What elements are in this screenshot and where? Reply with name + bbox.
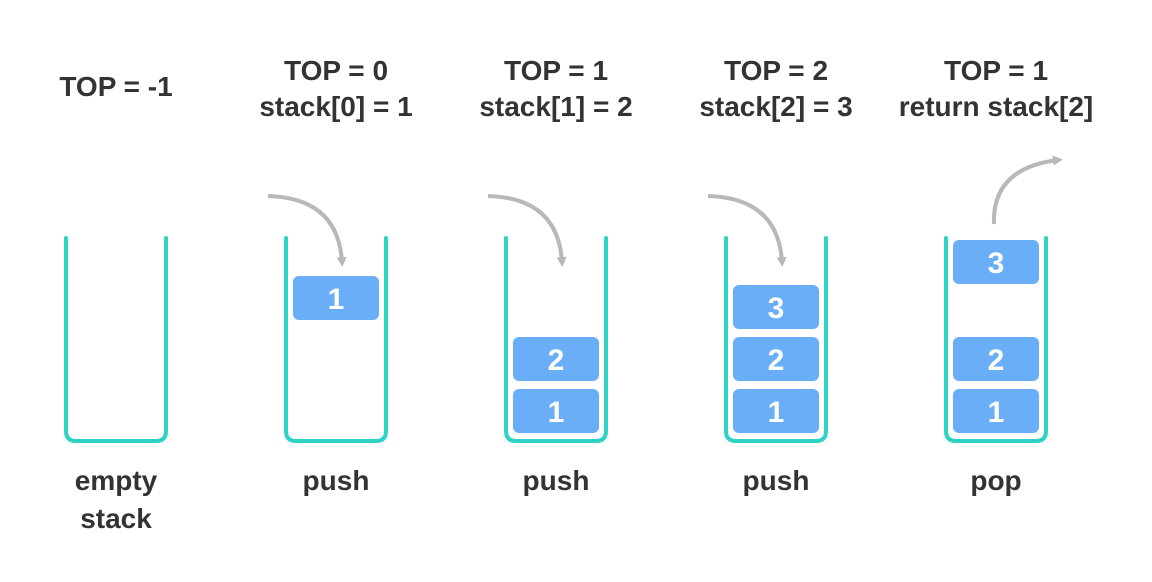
top-value-label: TOP = 2 bbox=[724, 55, 828, 86]
stage-caption: empty stack bbox=[75, 465, 158, 534]
stage-header: TOP = -1 bbox=[59, 71, 172, 102]
pop-arrow bbox=[991, 155, 1063, 225]
stage-push3: TOP = 2 stack[2] = 3 3 2 1 push bbox=[699, 55, 852, 496]
top-value-label: TOP = 1 bbox=[504, 55, 608, 86]
stack-element-value: 3 bbox=[768, 292, 785, 325]
operation-caption: push bbox=[303, 465, 370, 496]
stack-element-value: 2 bbox=[768, 344, 785, 377]
stack-element-box bbox=[733, 285, 819, 329]
push-arrow bbox=[267, 194, 347, 267]
operation-detail-label: return stack[2] bbox=[899, 91, 1094, 122]
stack-element: 1 bbox=[953, 389, 1039, 433]
stack-element: 1 bbox=[513, 389, 599, 433]
stage-push2: TOP = 1 stack[1] = 2 2 1 push bbox=[479, 55, 632, 496]
stage-caption: push bbox=[743, 465, 810, 496]
stage-header: TOP = 2 stack[2] = 3 bbox=[699, 55, 852, 122]
stack-element-value: 3 bbox=[988, 247, 1005, 280]
push-arrow bbox=[707, 194, 787, 267]
stage-caption: pop bbox=[970, 465, 1021, 496]
stage-header: TOP = 0 stack[0] = 1 bbox=[259, 55, 412, 122]
stage-push1: TOP = 0 stack[0] = 1 1 push bbox=[259, 55, 412, 496]
stack-container bbox=[504, 236, 608, 443]
stack-container bbox=[64, 236, 168, 443]
stack-element: 2 bbox=[733, 337, 819, 381]
top-value-label: TOP = 1 bbox=[944, 55, 1048, 86]
operation-detail-label: stack[0] = 1 bbox=[259, 91, 412, 122]
stage-pop: TOP = 1 return stack[2] 3 2 1 pop bbox=[899, 55, 1094, 496]
stack-element-box bbox=[953, 240, 1039, 284]
stage-caption: push bbox=[523, 465, 590, 496]
stack-element-value: 1 bbox=[768, 396, 785, 429]
stack-element: 2 bbox=[513, 337, 599, 381]
stack-element-value: 1 bbox=[988, 396, 1005, 429]
operation-caption: stack bbox=[80, 503, 152, 534]
stack-element: 3 bbox=[953, 240, 1039, 284]
stack-element: 2 bbox=[953, 337, 1039, 381]
stack-element-box bbox=[513, 337, 599, 381]
operation-detail-label: stack[1] = 2 bbox=[479, 91, 632, 122]
stage-caption: push bbox=[303, 465, 370, 496]
stack-element-box bbox=[733, 389, 819, 433]
top-value-label: TOP = 0 bbox=[284, 55, 388, 86]
stack-element-box bbox=[953, 389, 1039, 433]
stack-container bbox=[944, 236, 1048, 443]
stack-element-value: 2 bbox=[548, 344, 565, 377]
stack-container bbox=[724, 236, 828, 443]
top-value-label: TOP = -1 bbox=[59, 71, 172, 102]
stage-empty: TOP = -1 empty stack bbox=[59, 71, 172, 534]
stack-element: 1 bbox=[733, 389, 819, 433]
stack-element-value: 1 bbox=[548, 396, 565, 429]
stack-element-box bbox=[733, 337, 819, 381]
stack-element-value: 1 bbox=[328, 283, 345, 316]
stack-element: 3 bbox=[733, 285, 819, 329]
stack-element-box bbox=[293, 276, 379, 320]
stack-element-box bbox=[953, 337, 1039, 381]
stage-header: TOP = 1 stack[1] = 2 bbox=[479, 55, 632, 122]
operation-caption: push bbox=[743, 465, 810, 496]
stack-element: 1 bbox=[293, 276, 379, 320]
push-arrow bbox=[487, 194, 567, 267]
stack-container bbox=[284, 236, 388, 443]
operation-detail-label: stack[2] = 3 bbox=[699, 91, 852, 122]
operation-caption: push bbox=[523, 465, 590, 496]
stack-element-value: 2 bbox=[988, 344, 1005, 377]
stack-element-box bbox=[513, 389, 599, 433]
stage-header: TOP = 1 return stack[2] bbox=[899, 55, 1094, 122]
operation-caption: empty bbox=[75, 465, 158, 496]
operation-caption: pop bbox=[970, 465, 1021, 496]
